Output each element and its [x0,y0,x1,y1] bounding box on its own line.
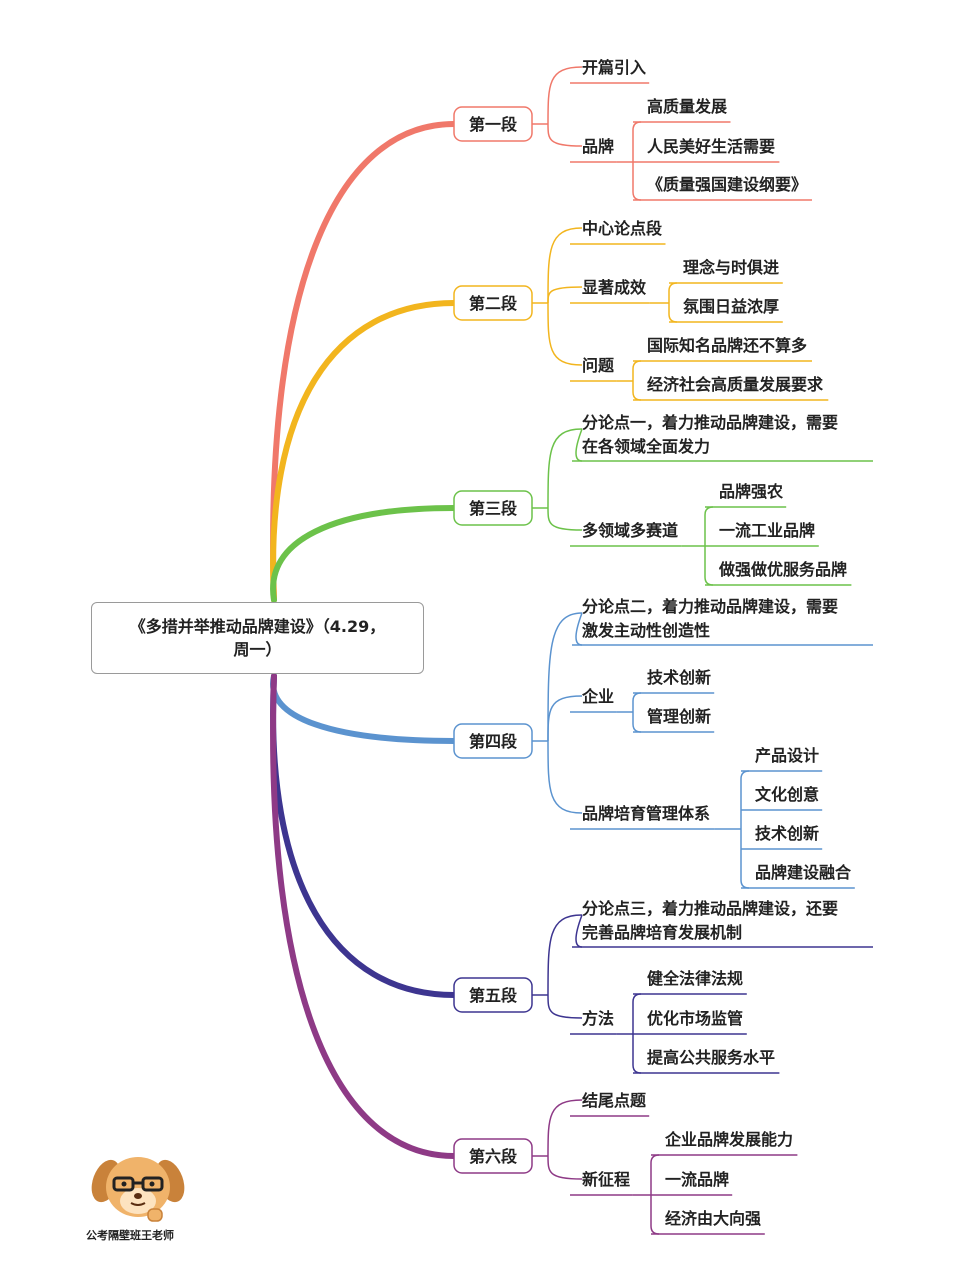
item-curve [547,1155,583,1180]
leaf-topic-text: 文化创意 [755,785,819,804]
sub-topic-text-line1: 分论点二，着力推动品牌建设，需要 [582,597,838,616]
item-curve [547,66,583,125]
item-curve [547,740,583,814]
leaf-topic-text: 国际知名品牌还不算多 [647,336,807,355]
child-bracket [632,692,642,733]
item-curve [575,612,583,646]
main-branch-line [270,673,457,1159]
item-curve [547,612,583,742]
child-bracket [668,282,678,323]
leaf-topic-text: 一流品牌 [665,1170,729,1189]
root-title-line2: 周一） [233,640,282,659]
sub-topic-text: 品牌培育管理体系 [582,804,710,823]
child-bracket [632,121,642,201]
section-label: 第五段 [469,986,518,1005]
sub-topic-text: 中心论点段 [582,219,663,238]
item-curve [547,914,583,996]
leaf-topic-text: 管理创新 [647,707,711,726]
leaf-topic-text: 品牌强农 [719,482,783,501]
sub-topic-text-line1: 分论点一，着力推动品牌建设，需要 [582,413,838,432]
leaf-topic-text: 技术创新 [755,824,819,843]
dog-mascot-icon [91,1157,185,1222]
sub-topic-text: 显著成效 [582,278,646,297]
leaf-topic-text: 理念与时俱进 [683,258,779,277]
item-curve [575,914,583,948]
sub-topic-text: 开篇引入 [582,58,646,77]
sub-topic-text-line1: 分论点三，着力推动品牌建设，还要 [582,899,838,918]
leaf-topic-text: 企业品牌发展能力 [664,1130,793,1149]
leaf-topic-text: 经济社会高质量发展要求 [647,375,824,394]
item-curve [547,227,583,304]
item-curve [547,123,583,147]
section-label: 第四段 [469,732,518,751]
branch-section-4: 第四段分论点二，着力推动品牌建设，需要激发主动性创造性企业技术创新管理创新品牌培… [270,597,873,889]
sub-topic-text: 问题 [582,356,615,375]
leaf-topic-text: 健全法律法规 [647,969,743,988]
section-label: 第一段 [469,115,518,134]
section-label: 第三段 [469,499,518,518]
item-curve [547,286,583,304]
sub-topic-text: 品牌 [582,137,614,156]
main-branch-line [270,673,457,744]
sub-topic-text-line2: 完善品牌培育发展机制 [582,923,742,942]
item-curve [547,994,583,1019]
sub-topic-text: 新征程 [582,1170,630,1189]
main-branch-line [270,300,457,603]
leaf-topic-text: 提高公共服务水平 [647,1048,775,1067]
root-title-line1: 《多措并举推动品牌建设》（4.29， [129,616,386,636]
item-curve [575,428,583,462]
main-branch-line [270,673,457,998]
leaf-topic-text: 优化市场监管 [647,1009,743,1028]
item-curve [547,695,583,742]
section-label: 第六段 [469,1147,518,1166]
item-curve [547,302,583,366]
item-curve [547,428,583,509]
item-curve [547,507,583,531]
leaf-topic-text: 高质量发展 [647,97,728,116]
sub-topic-text: 多领域多赛道 [582,521,678,540]
leaf-topic-text: 氛围日益浓厚 [683,297,779,316]
root-topic[interactable]: 《多措并举推动品牌建设》（4.29， 周一） [91,602,424,674]
main-branch-line [270,121,457,603]
sub-topic-text: 结尾点题 [581,1091,647,1110]
leaf-topic-text: 经济由大向强 [665,1209,761,1228]
section-label: 第二段 [469,294,518,313]
main-branch-line [270,505,457,603]
sub-topic-text: 方法 [582,1009,614,1028]
leaf-topic-text: 做强做优服务品牌 [718,560,847,579]
child-bracket [740,770,750,889]
leaf-topic-text: 技术创新 [647,668,711,687]
item-curve [547,1099,583,1157]
leaf-topic-text: 品牌建设融合 [755,863,852,882]
leaf-topic-text: 《质量强国建设纲要》 [647,175,807,194]
sub-topic-text: 企业 [581,687,614,706]
leaf-topic-text: 人民美好生活需要 [647,137,775,156]
sub-topic-text-line2: 激发主动性创造性 [582,621,710,640]
leaf-topic-text: 产品设计 [755,746,819,765]
child-bracket [632,360,642,401]
author-credit: 公考隔壁班王老师 [86,1229,174,1242]
sub-topic-text-line2: 在各领域全面发力 [582,437,710,456]
leaf-topic-text: 一流工业品牌 [719,521,815,540]
